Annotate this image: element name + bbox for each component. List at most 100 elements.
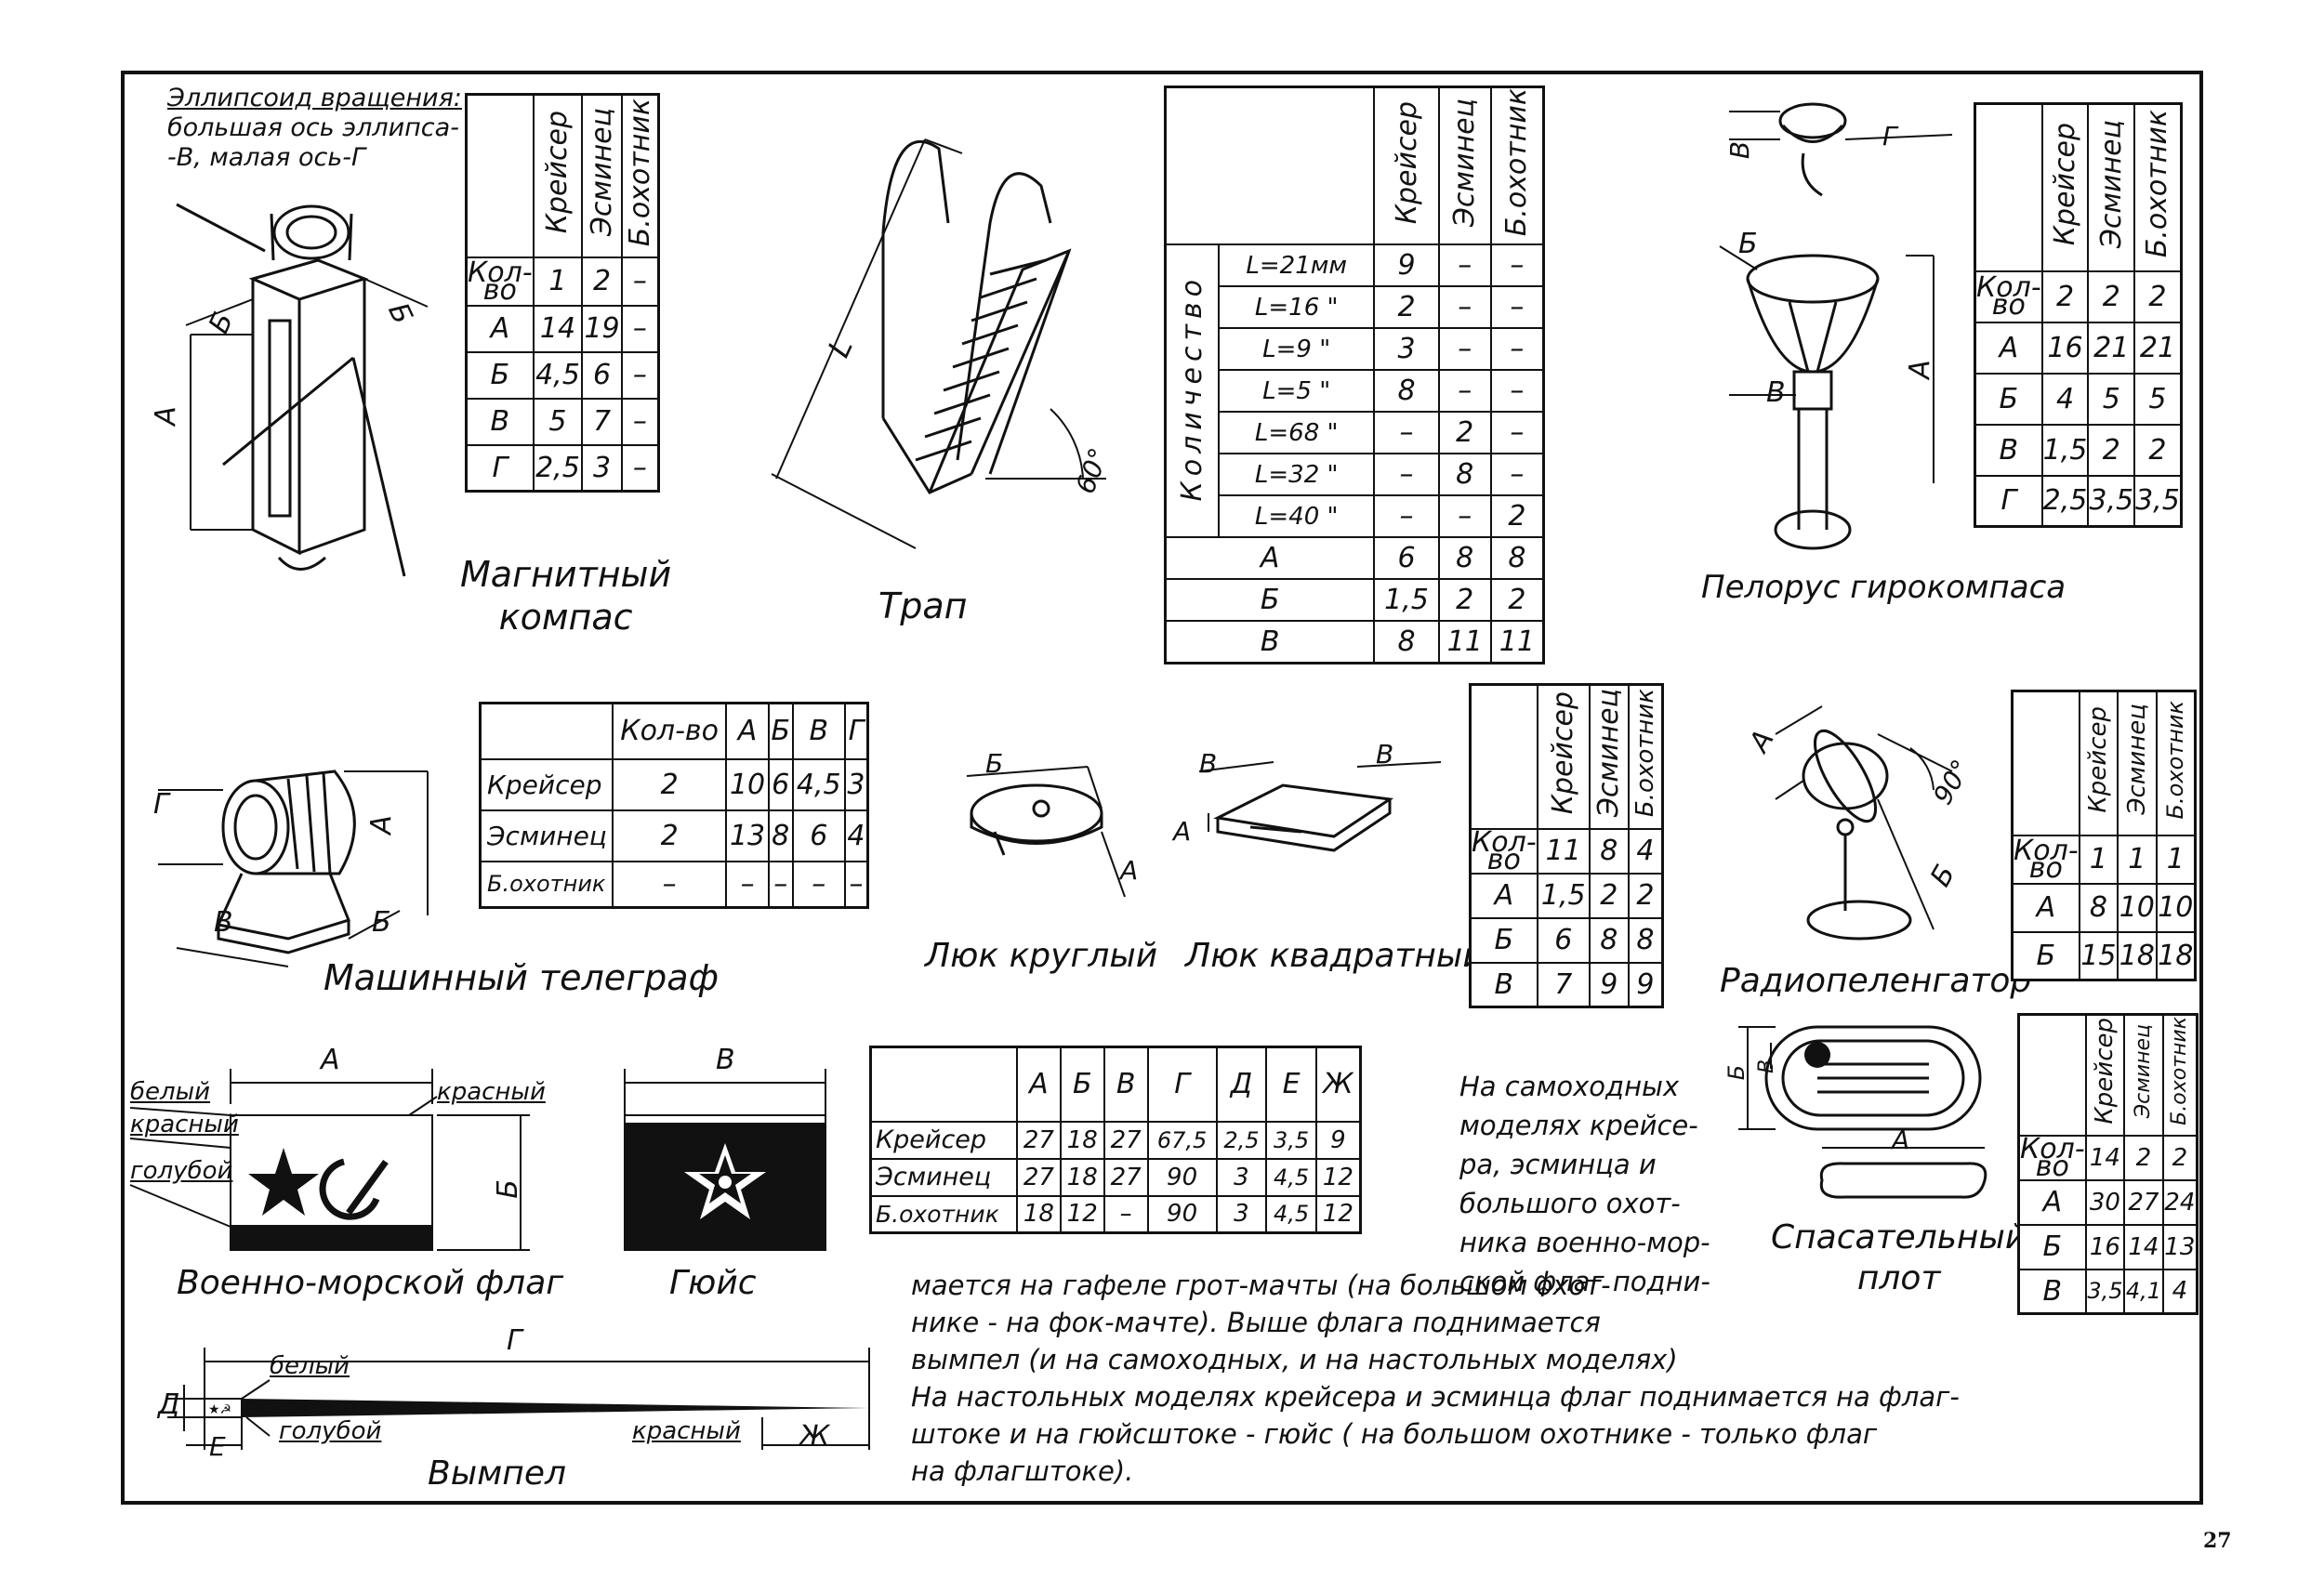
table-cell: – (1489, 327, 1545, 372)
table-cell: 6 (767, 757, 794, 811)
table-cell: 1 (2155, 834, 2197, 885)
compass-table: Крейсер Эсминец Б.охотник Кол-во 1 2 – А… (465, 93, 660, 493)
table-row: А 30 27 24 (2017, 1178, 2199, 1226)
ensign-dim-a: А (321, 1044, 340, 1076)
table-row: Кол-во 11 8 4 (1469, 827, 1664, 875)
square-hatch-caption: Люк квадратный (1185, 937, 1485, 975)
col-header: Б.охотник (1627, 683, 1664, 830)
table-row: Б 16 14 13 (2017, 1223, 2199, 1270)
row-label: Г (1974, 474, 2043, 528)
table-cell: 4 (843, 809, 869, 862)
table-cell: 11 (1536, 827, 1591, 875)
table-cell: 9 (1588, 961, 1630, 1008)
row-label: Б.охотник (869, 1194, 1018, 1234)
ensign-dim-b: Б (491, 1179, 524, 1199)
magnetic-compass-drawing (149, 139, 465, 604)
table-cell: 4,5 (532, 350, 584, 400)
col-header: Крейсер (1373, 86, 1440, 246)
square-hatch-dim-v: В (1376, 739, 1394, 770)
table-row: А 8 10 10 (2011, 882, 2197, 933)
table-cell: 2 (2133, 270, 2183, 323)
table-cell: 4 (2040, 372, 2090, 426)
raft-caption: Спасательный плот (1771, 1218, 2027, 1297)
pennant-white-label: белый (270, 1352, 350, 1380)
square-hatch-dim-a: А (1173, 816, 1192, 847)
red-star-icon (248, 1148, 319, 1216)
col-header: Г (1146, 1046, 1218, 1123)
table-cell: 8 (1627, 916, 1664, 964)
table-row: L=40 " – – 2 (1166, 494, 1545, 539)
table-cell: 11 (1489, 620, 1545, 664)
table-cell: 2 (1627, 872, 1664, 919)
row-label: Эсминец (869, 1157, 1018, 1197)
table-cell: – (767, 860, 794, 909)
table-cell: – (611, 860, 728, 909)
col-header: Б.охотник (2133, 102, 2183, 272)
table-cell: 90 (1146, 1157, 1218, 1197)
pennant-drawing: ★☭ (149, 1343, 874, 1459)
table-cell: 16 (2040, 321, 2090, 375)
table-cell: 6 (791, 809, 846, 862)
table-cell: 3,5 (2084, 1268, 2126, 1315)
col-header: Кол-во (611, 702, 728, 760)
row-label: Б.охотник (479, 860, 614, 909)
table-cell: 10 (725, 757, 770, 811)
table-row: Эсминец 27 18 27 90 3 4,5 12 (869, 1157, 1362, 1197)
table-cell: 4,5 (1265, 1157, 1317, 1197)
col-header: Эсминец (2123, 1013, 2164, 1137)
table-cell: 2,5 (1215, 1120, 1268, 1160)
table-row: L=16 " 2 – – (1166, 285, 1545, 330)
pelorus-dim-b: Б (1738, 228, 1758, 260)
table-cell: – (1489, 411, 1545, 455)
table-cell: 2 (1588, 872, 1630, 919)
table-cell: – (1489, 285, 1545, 330)
ensign-red-label: красный (130, 1111, 239, 1138)
table-cell: 9 (1314, 1120, 1362, 1160)
table-cell: 67,5 (1146, 1120, 1218, 1160)
row-label: А (1164, 536, 1376, 581)
ladder-drawing (772, 112, 1143, 595)
row-label: Б (1974, 372, 2043, 426)
telegraph-dim-a: А (364, 815, 398, 835)
table-cell: 10 (2117, 882, 2158, 933)
table-cell: 9 (1373, 243, 1440, 288)
pennant-red-label: красный (632, 1417, 741, 1445)
row-label: L=5 " (1217, 369, 1376, 414)
table-cell: 1 (532, 256, 584, 307)
table-cell: 27 (1103, 1157, 1149, 1197)
life-raft-table: Крейсер Эсминец Б.охотник Кол-во 14 2 2 … (2017, 1013, 2199, 1315)
table-cell: 27 (1016, 1120, 1062, 1160)
table-row: А 6 8 8 (1164, 536, 1545, 581)
row-label: L=68 " (1217, 411, 1376, 455)
table-row: Количество L=21мм 9 – – (1164, 243, 1545, 539)
round-hatch-drawing (939, 757, 1153, 915)
table-cell: 8 (1588, 916, 1630, 964)
life-raft-drawing (1729, 1022, 2008, 1217)
table-row: В 3,5 4,1 4 (2017, 1268, 2199, 1315)
row-label: В (1469, 961, 1538, 1008)
col-header: А (1016, 1046, 1062, 1123)
col-header: Крейсер (532, 93, 584, 258)
pennant-blue-label: голубой (279, 1417, 382, 1445)
table-cell: 16 (2084, 1223, 2126, 1270)
table-cell: – (1103, 1194, 1149, 1234)
table-cell: 2 (581, 256, 623, 307)
table-cell: 2 (1489, 494, 1545, 539)
table-cell: 2 (1373, 285, 1440, 330)
table-cell: 27 (2123, 1178, 2164, 1226)
table-row: А 16 21 21 (1974, 321, 2183, 375)
col-header: В (791, 702, 846, 760)
ensign-red-label: красный (437, 1078, 546, 1106)
table-cell: – (620, 350, 660, 400)
table-row: А 14 19 – (465, 304, 660, 353)
table-cell: – (620, 443, 660, 493)
col-header: Б (767, 702, 794, 760)
pennant-dim-e: Е (209, 1431, 226, 1462)
hammer-and-sickle-icon (323, 1162, 386, 1217)
table-cell: 18 (1059, 1157, 1105, 1197)
row-label: В (1164, 620, 1376, 664)
row-label: Крейсер (479, 757, 614, 811)
table-cell: 15 (2078, 930, 2119, 981)
col-header: Крейсер (1536, 683, 1591, 830)
table-row: L=68 " – 2 – (1166, 411, 1545, 455)
